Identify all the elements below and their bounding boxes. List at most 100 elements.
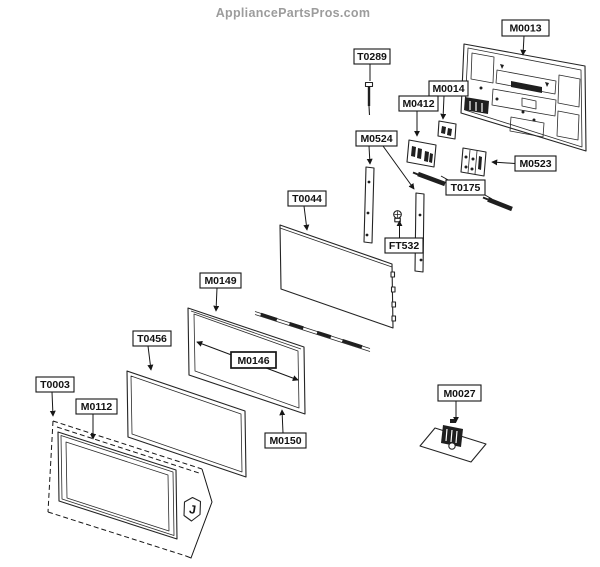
- support-bar-left: [363, 166, 375, 244]
- label-box: [132, 330, 172, 347]
- cabinet-dashed-bottom: [47, 511, 187, 557]
- callout-m0014: M0014: [428, 80, 469, 97]
- warning-triangle: [500, 64, 504, 69]
- screw-dot: [464, 155, 468, 159]
- panel-tab: [390, 271, 396, 278]
- leader-m0524-left: [366, 145, 373, 165]
- rod-body: [417, 171, 446, 187]
- label-box: [355, 130, 398, 147]
- rod-t0175-lower: [482, 196, 513, 212]
- leader-m0524-right: [382, 145, 415, 190]
- callout-m0112: M0112: [75, 398, 118, 415]
- bracket-plate: [437, 120, 457, 140]
- screw-dot: [366, 211, 370, 215]
- bracket-slot-dark: [429, 153, 433, 163]
- bracket-plate: [460, 147, 487, 177]
- label-text: M0150: [269, 435, 301, 447]
- support-bar-right: [414, 192, 425, 273]
- leader-m0149: [213, 287, 220, 312]
- callout-m0523: M0523: [514, 155, 557, 172]
- label-box: [501, 19, 550, 37]
- label-box: [437, 384, 482, 402]
- label-text: M0412: [402, 98, 434, 110]
- cabinet-dashed-left: [47, 420, 54, 513]
- panel-tab: [391, 301, 397, 308]
- upper-slot: [495, 69, 557, 95]
- vent-square-right-upper: [557, 74, 581, 108]
- bracket-slot-dark: [478, 156, 482, 170]
- front-cabinet: J: [47, 420, 213, 559]
- stand-hinge-circle: [448, 442, 456, 450]
- leader-m0014: [440, 95, 447, 120]
- label-text: T0456: [137, 333, 167, 345]
- stand-neck-slit: [445, 428, 448, 442]
- bracket-m0412: [406, 139, 437, 168]
- screw-dot: [532, 118, 536, 122]
- label-text: M0524: [360, 133, 392, 145]
- callout-t0175: T0175: [445, 179, 486, 196]
- screw-head: [364, 81, 374, 88]
- callout-t0456: T0456: [132, 330, 172, 347]
- bracket-slot-dark: [417, 148, 422, 159]
- stand-neck-slit: [455, 430, 458, 444]
- vent-square-right-lower: [556, 110, 580, 141]
- callout-m0149: M0149: [199, 272, 242, 289]
- leader-t0044: [303, 205, 310, 231]
- bar-outline: [363, 166, 375, 244]
- callout-m0150: M0150: [264, 432, 307, 449]
- leader-m0150: [279, 409, 286, 434]
- label-plate-dark: [511, 81, 542, 93]
- callout-ft532: FT532: [384, 237, 424, 254]
- label-box: [287, 190, 327, 207]
- callout-m0412: M0412: [398, 95, 439, 112]
- label-text: M0149: [204, 275, 236, 287]
- screw-ft532: [393, 210, 402, 223]
- label-box: [514, 155, 557, 172]
- frame-outer: [126, 370, 247, 478]
- back-cover-outline: [460, 43, 587, 152]
- rod-tip: [482, 196, 489, 201]
- bracket-slot-dark: [447, 128, 452, 136]
- label-box: [428, 80, 469, 97]
- screw-dot: [471, 157, 475, 161]
- screw-dot: [367, 180, 371, 184]
- bracket-m0523: [460, 147, 487, 177]
- rod-tip: [412, 171, 419, 176]
- callout-t0003: T0003: [35, 376, 75, 393]
- label-text: T0003: [40, 379, 70, 391]
- j-letter: J: [188, 502, 197, 517]
- screw-tip: [368, 105, 371, 116]
- label-text: M0112: [81, 401, 113, 413]
- rod-t0175-upper: [412, 171, 446, 187]
- label-text: M0146: [237, 355, 269, 367]
- bar-outline: [414, 192, 425, 273]
- display-panel: [279, 224, 397, 329]
- label-box: [230, 351, 277, 369]
- vent-square-top-left: [470, 52, 495, 84]
- vesa-plate: [521, 97, 537, 110]
- bracket-slot-dark: [441, 126, 446, 134]
- bezel-m0112: [57, 431, 178, 540]
- label-box: [398, 95, 439, 112]
- label-text: FT532: [389, 240, 420, 252]
- stand-neck-slit: [450, 429, 453, 443]
- label-text: M0013: [509, 23, 541, 35]
- frame-t0456: [126, 370, 247, 478]
- callout-m0524: M0524: [355, 130, 398, 147]
- panel-top-edge-line: [279, 227, 393, 268]
- leader-m0523: [491, 159, 516, 166]
- bracket-slot-dark: [424, 151, 429, 162]
- panel-tab: [390, 286, 396, 293]
- watermark: AppliancePartsPros.com: [216, 6, 371, 20]
- label-text: M0014: [432, 83, 464, 95]
- label-text: T0044: [292, 193, 322, 205]
- callout-m0146: M0146: [230, 351, 277, 369]
- label-text: M0027: [443, 388, 475, 400]
- j-hexagon: [183, 496, 202, 522]
- cabinet-dashed-top: [52, 420, 203, 470]
- leader-t0175-lower: [484, 194, 493, 200]
- screw-dot: [418, 213, 422, 217]
- cabinet-side-facet: [185, 468, 213, 559]
